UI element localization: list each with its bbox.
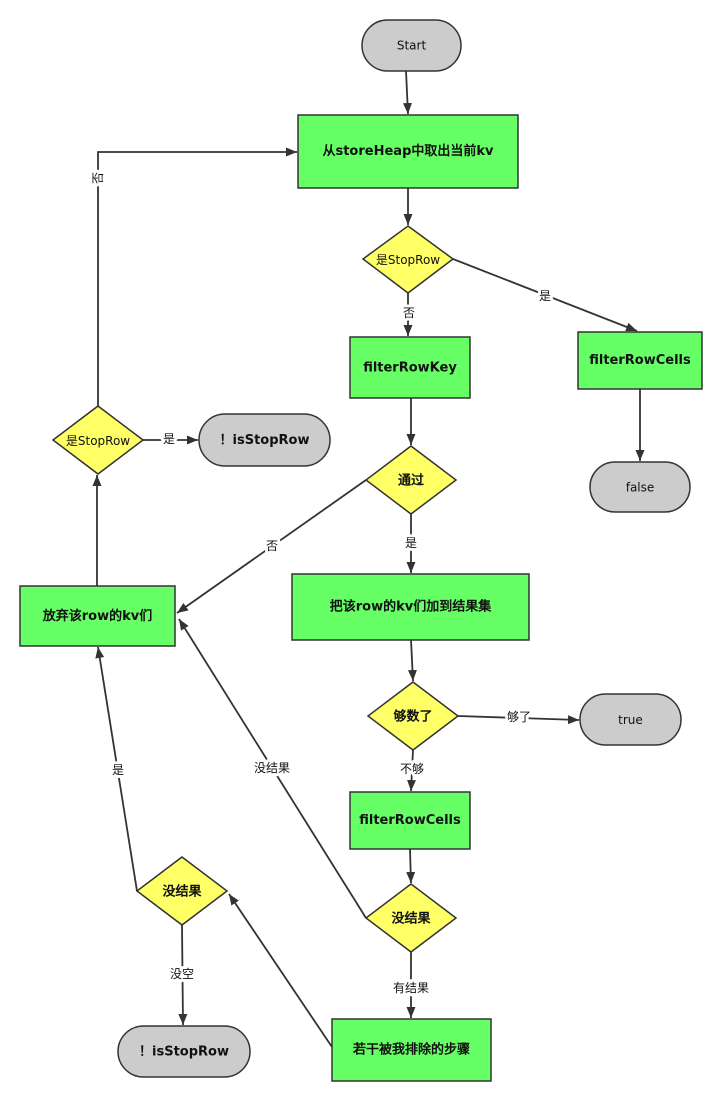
no-result-left-label: 没结果 (162, 884, 201, 900)
is-stop-row-top-shape (361, 225, 455, 294)
not-is-stop-row-bottom-shape (117, 1025, 251, 1078)
edge-label-passed-no: 否 (266, 539, 278, 553)
edge-label-left-stop-row-yes: 是 (163, 432, 175, 446)
no-result-middle-label: 没结果 (391, 911, 430, 927)
filter-row-cells-right-label: filterRowCells (589, 353, 691, 368)
edge-label-left-stop-row-no: 否 (91, 172, 105, 184)
edge-passed-to-discard (176, 479, 367, 614)
not-is-stop-row-top-label: ！isStopRow (220, 433, 310, 448)
true-label: true (618, 713, 643, 727)
filter-row-cells-right-shape (577, 331, 703, 390)
edge-no-result-left-to-is-stop-row (178, 924, 188, 1026)
not-is-stop-row-top-shape (198, 413, 331, 467)
edge-label-stop-row-yes: 是 (539, 289, 551, 303)
edge-no-result-middle-to-discard (178, 618, 367, 919)
is-stop-row-left-shape (51, 405, 145, 475)
edge-start-to-take-kv (402, 70, 412, 115)
excluded-steps-process: 若干被我排除的步骤 (331, 1018, 492, 1082)
true-shape (579, 693, 682, 746)
edge-label-not-enough: 不够 (400, 762, 424, 776)
add-to-result-set-shape (291, 573, 530, 641)
enough-decision: 够数了 (366, 681, 460, 751)
discard-row-kvs-shape (19, 585, 176, 647)
filter-row-key-label: filterRowKey (363, 361, 457, 376)
is-stop-row-left-decision: 是StopRow (51, 405, 145, 475)
is-stop-row-top-decision: 是StopRow (361, 225, 455, 294)
edge-no-result-left-to-discard (95, 646, 138, 892)
false-terminal: false (589, 461, 691, 513)
edge-add-result-to-enough (407, 639, 417, 682)
excluded-steps-shape (331, 1018, 492, 1082)
edge-label-has-result: 有结果 (393, 981, 429, 995)
filter-row-cells-right-process: filterRowCells (577, 331, 703, 390)
filter-row-key-shape (349, 336, 471, 399)
excluded-steps-label: 若干被我排除的步骤 (352, 1042, 470, 1058)
no-result-left-decision: 没结果 (135, 856, 229, 926)
no-result-left-shape (135, 856, 229, 926)
start-label: Start (397, 39, 427, 53)
not-is-stop-row-bottom-terminal: ！isStopRow (117, 1025, 251, 1078)
false-shape (589, 461, 691, 513)
passed-decision: 通过 (364, 445, 458, 515)
filter-row-cells-middle-label: filterRowCells (359, 813, 461, 828)
is-stop-row-left-label: 是StopRow (66, 434, 130, 448)
true-terminal: true (579, 693, 682, 746)
edge-label-middle-no-result: 没结果 (254, 760, 290, 775)
start-terminal: Start (361, 19, 462, 72)
edge-label-not-empty: 没空 (170, 966, 194, 981)
edge-stop-row-to-filter-row-cells (452, 258, 638, 332)
add-to-result-set-label: 把该row的kv们加到结果集 (330, 599, 492, 615)
start-shape (361, 19, 462, 72)
no-result-middle-shape (364, 883, 458, 953)
edge-label-enough-yes: 够了 (507, 710, 531, 724)
edge-enough-to-true (457, 715, 580, 725)
edge-stop-row-left-to-take-kv (97, 147, 297, 406)
discard-row-kvs-label: 放弃该row的kv们 (42, 608, 152, 624)
is-stop-row-top-label: 是StopRow (376, 253, 440, 267)
not-is-stop-row-top-terminal: ！isStopRow (198, 413, 331, 467)
take-current-kv-shape (297, 114, 519, 189)
take-current-kv-label: 从storeHeap中取出当前kv (322, 143, 494, 159)
enough-shape (366, 681, 460, 751)
not-is-stop-row-bottom-label: ！isStopRow (139, 1045, 229, 1060)
edge-labels: 是 否 否 是 够了 不够 没结果 有结果 是 没空 是 否 (88, 169, 554, 998)
add-to-result-set-process: 把该row的kv们加到结果集 (291, 573, 530, 641)
false-label: false (626, 481, 655, 495)
discard-row-kvs-process: 放弃该row的kv们 (19, 585, 176, 647)
filter-row-cells-middle-shape (349, 791, 471, 850)
edge-label-passed-yes: 是 (405, 536, 417, 550)
enough-label: 够数了 (392, 709, 432, 725)
take-current-kv-process: 从storeHeap中取出当前kv (297, 114, 519, 189)
edges (92, 70, 645, 1048)
edge-excluded-to-no-result-left (228, 893, 333, 1048)
edge-enough-to-filter-row-cells-middle (407, 749, 417, 792)
edge-label-stop-row-no: 否 (403, 306, 415, 320)
filter-row-cells-middle-process: filterRowCells (349, 791, 471, 850)
edge-filter-row-cells-to-no-result (406, 848, 416, 884)
edge-label-left-no-result-yes: 是 (112, 763, 124, 777)
passed-label: 通过 (398, 473, 424, 489)
no-result-middle-decision: 没结果 (364, 883, 458, 953)
filter-row-key-process: filterRowKey (349, 336, 471, 399)
passed-shape (364, 445, 458, 515)
